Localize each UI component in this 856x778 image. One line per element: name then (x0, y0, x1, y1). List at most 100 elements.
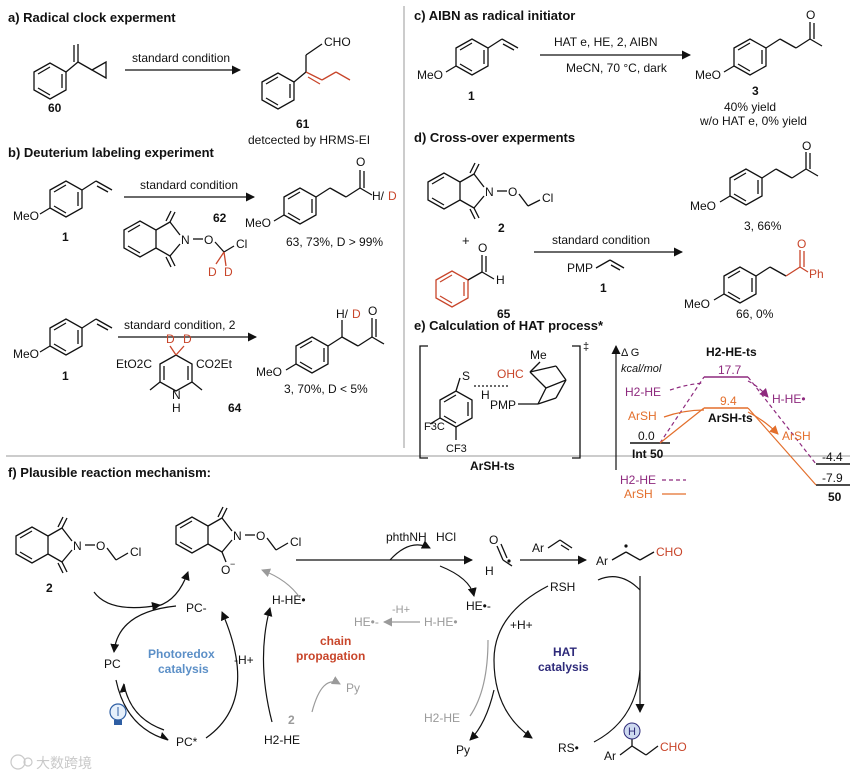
e-ts-dagger: ‡ (583, 341, 589, 353)
val-0-0: 0.0 (638, 429, 655, 443)
f-py-gray: Py (346, 681, 360, 695)
f-rad-n: N (233, 529, 242, 543)
val-minus-7-9: -7.9 (822, 471, 843, 485)
f-acyl-to-he (439, 565, 477, 597)
d-prod2-ph: Ph (809, 267, 824, 281)
e-ts-pmp: PMP (490, 398, 516, 412)
b2-ester-left: EtO2C (116, 357, 152, 371)
panel-f-title: f) Plausible reaction mechanism: (8, 465, 211, 480)
int-50-label: Int 50 (632, 447, 664, 461)
f-h2he-arc (262, 607, 273, 723)
panel-c: c) AIBN as radical initiator MeO 1 HAT e… (414, 8, 823, 128)
panel-d: d) Cross-over experments N O Cl 2 + O H … (414, 130, 824, 321)
b1-reagent-62-cd2 (215, 251, 227, 267)
orange-connectors (659, 407, 817, 486)
b1-prod-d: D (388, 189, 397, 203)
f-chain-1: chain (320, 634, 351, 648)
f-pc-star: PC* (176, 735, 198, 749)
f-cycle-sm-to-pcminus (93, 591, 161, 611)
d-reagent-2 (427, 162, 541, 220)
panel-d-title: d) Cross-over experments (414, 130, 575, 145)
left-h2he: H2-HE (625, 385, 661, 399)
b2-d2: D (183, 332, 192, 346)
b2-prod-d: D (352, 307, 361, 321)
legend-arsh: ArSH (624, 487, 653, 501)
panel-b: b) Deuterium labeling experiment MeO 1 s… (8, 145, 397, 415)
f-radical-dot (624, 544, 628, 548)
e-ts-h: H (481, 388, 490, 402)
b1-reagent-n: N (181, 233, 190, 247)
d-product-66 (713, 266, 787, 304)
e-ts-cf3-bottom: CF3 (446, 443, 467, 455)
f-rad-cl: Cl (290, 535, 301, 549)
b2-product-3 (285, 318, 385, 374)
b1-reagent-d2: D (224, 265, 233, 279)
d-prod1-methoxy: MeO (690, 199, 716, 213)
f-alkene-bonds (547, 539, 573, 551)
f-chain-py-arc (311, 676, 341, 713)
d-ald-label: 65 (497, 307, 511, 321)
b1-compound-1 (39, 180, 113, 218)
d-ald-o: O (478, 241, 487, 255)
d-prod1-o: O (802, 139, 811, 153)
b2-prod-o: O (368, 304, 377, 318)
f-cycle-pcminus-to-radical (157, 571, 190, 607)
f-rad-ominus-sign: − (230, 559, 235, 569)
f-sm-2 (15, 516, 129, 574)
f-rsh: RSH (550, 580, 575, 594)
d-pmp: PMP (567, 261, 593, 275)
f-radical-chain (611, 551, 655, 561)
b1-reagent-cl: Cl (236, 237, 247, 251)
val-minus-4-4: -4.4 (822, 450, 843, 464)
b2-result: 3, 70%, D < 5% (284, 382, 368, 396)
f-h2he-gray-arc (469, 639, 489, 717)
f-py: Py (456, 743, 470, 757)
compound-61-note: detcected by HRMS-EI (248, 133, 370, 147)
d-reagent-o: O (508, 185, 517, 199)
b2-reagent-label: 64 (228, 401, 242, 415)
f-he-rad-minus: HE•- (466, 599, 491, 613)
e-ts-structure (429, 361, 567, 440)
energy-profile: Δ G kcal/mol H2-HE-ts 17.7 9.4 ArSH-ts 0… (611, 345, 850, 504)
f-h2he-gray: H2-HE (424, 711, 460, 725)
val-17-7: 17.7 (718, 363, 742, 377)
energy-unit: kcal/mol (621, 363, 662, 375)
e-ts-me: Me (530, 348, 547, 362)
left-arsh: ArSH (628, 409, 657, 423)
c-sm-label: 1 (468, 89, 475, 103)
f-hat-cycle-left (493, 585, 549, 739)
f-hat-cycle-right (593, 669, 641, 743)
f-photoredox-2: catalysis (158, 662, 209, 676)
f-sm-label: 2 (46, 581, 53, 595)
e-ts-s: S (462, 369, 470, 383)
d-aldehyde-cho (467, 255, 495, 281)
d-prod2-label: 66, 0% (736, 307, 774, 321)
e-ts-label: ArSH-ts (470, 459, 515, 473)
f-radical-ar: Ar (596, 554, 608, 568)
b2-nh-h: H (172, 401, 181, 415)
f-pc-minus: PC- (186, 601, 207, 615)
f-final-ar: Ar (604, 749, 616, 763)
c-conditions-top: HAT e, HE, 2, AIBN (554, 35, 658, 49)
b1-prod-o: O (356, 155, 365, 169)
panel-e-title: e) Calculation of HAT process* (414, 318, 604, 333)
b2-reagent-64 (149, 354, 203, 392)
d-product-66-red (785, 250, 809, 277)
d-product-3 (719, 152, 819, 206)
b2-compound-1 (39, 318, 113, 356)
b1-reagent-62 (123, 210, 235, 268)
f-h2-he: H2-HE (264, 733, 300, 747)
b2-d1: D (166, 332, 175, 346)
e-ts-cf3-left: F3C (424, 421, 445, 433)
b2-nh-n: N (172, 388, 181, 402)
b2-sm-methoxy: MeO (13, 347, 39, 361)
d-ald-h: H (496, 273, 505, 287)
panel-a: a) Radical clock experment 60 standard c… (8, 10, 370, 147)
b2-sm-label: 1 (62, 369, 69, 383)
b1-sm-methoxy: MeO (13, 209, 39, 223)
d-prod2-o: O (797, 237, 806, 251)
val-9-4: 9.4 (720, 394, 737, 408)
f-final-h: H (628, 726, 636, 738)
d-reagent-cl: Cl (542, 191, 553, 205)
b1-arrow-label: standard condition (140, 178, 238, 192)
